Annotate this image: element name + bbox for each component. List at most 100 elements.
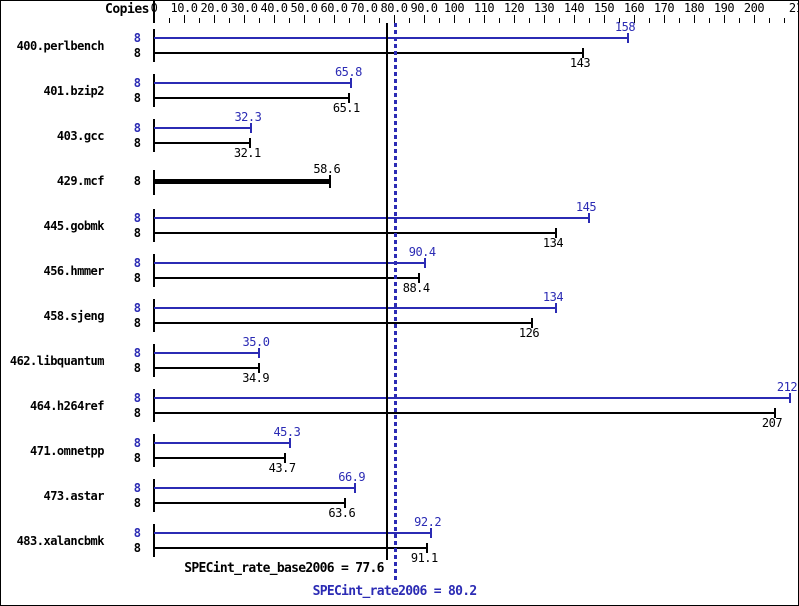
axis-tick-label: 130 [533,1,555,15]
axis-minor-tick [349,18,350,23]
copies-label: 8 [133,481,141,495]
axis-tick-label: 10.0 [170,1,198,15]
axis-stub [153,254,155,287]
base-value-label: 134 [542,236,564,250]
peak-value-label: 212 [776,380,798,394]
axis-tick-label: 180 [683,1,705,15]
axis-stub [153,209,155,242]
base-bar [154,412,775,414]
axis-tick-label: 100 [443,1,465,15]
axis-minor-tick [529,18,530,23]
axis-minor-tick [199,18,200,23]
base-bar [154,178,330,184]
peak-bar-endcap [353,483,356,493]
axis-tick-label: 190 [713,1,735,15]
peak-value-label: 65.8 [334,65,362,79]
peak-bar [154,82,352,84]
axis-major-tick [154,15,155,23]
axis-tick-label: 215 [788,1,798,15]
peak-bar-endcap [429,528,432,538]
axis-stub [153,29,155,62]
peak-bar-endcap [588,213,590,223]
axis-minor-tick [409,18,410,23]
copies-label: 8 [133,46,141,60]
peak-value-label: 45.3 [273,425,301,439]
axis-major-tick [544,15,545,23]
benchmark-name: 403.gcc [56,128,105,143]
base-bar-endcap [555,228,557,238]
benchmark-name: 445.gobmk [43,218,104,233]
axis-major-tick [724,15,725,23]
axis-minor-tick [619,18,620,23]
copies-label: 8 [133,361,141,375]
axis-major-tick [604,15,605,23]
axis-stub [153,389,155,422]
peak-value-label: 92.2 [414,515,442,529]
axis-major-tick [184,15,185,23]
base-value-label: 63.6 [328,506,356,520]
copies-label: 8 [133,316,141,330]
benchmark-name: 462.libquantum [9,353,105,368]
base-bar [154,232,556,234]
axis-major-tick [274,15,275,23]
axis-major-tick [424,15,425,23]
peak-bar-endcap [258,348,260,358]
axis-major-tick [634,15,635,23]
peak-value-label: 66.9 [338,470,366,484]
axis-tick-label: 30.0 [230,1,258,15]
copies-header: Copies [105,2,149,17]
peak-value-label: 158 [614,20,636,34]
base-bar-endcap [418,273,421,283]
peak-bar [154,127,251,129]
base-value-label: 43.7 [268,461,296,475]
copies-label: 8 [133,256,141,270]
axis-major-tick [334,15,335,23]
axis-major-tick [514,15,515,23]
axis-stub [153,344,155,377]
copies-label: 8 [133,451,141,465]
peak-reference-line [393,23,397,583]
base-value-label: 88.4 [402,281,430,295]
axis-tick-label: 110 [473,1,495,15]
copies-label: 8 [133,436,141,450]
axis-minor-tick [679,18,680,23]
copies-label: 8 [133,541,141,555]
peak-bar [154,307,556,309]
axis-tick-label: 70.0 [350,1,378,15]
axis-stub [153,74,155,107]
base-reference-line [385,23,388,560]
axis-tick-label: 0 [150,1,158,15]
axis-minor-tick [469,18,470,23]
copies-label: 8 [133,346,141,360]
copies-label: 8 [133,391,141,405]
copies-label: 8 [133,406,141,420]
axis-major-tick [484,15,485,23]
base-bar [154,322,532,324]
benchmark-name: 458.sjeng [43,308,104,323]
axis-tick-label: 140 [563,1,585,15]
base-bar-endcap [249,138,252,148]
base-bar-endcap [257,363,260,373]
peak-bar-endcap [249,123,252,133]
peak-score-label: SPECint_rate2006 = 80.2 [312,584,478,599]
axis-minor-tick [589,18,590,23]
base-bar [154,97,350,99]
peak-bar [154,532,431,534]
copies-label: 8 [133,136,141,150]
base-value-label: 143 [569,56,591,70]
axis-major-tick [394,15,395,23]
axis-major-tick [454,15,455,23]
benchmark-name: 400.perlbench [16,38,105,53]
peak-bar [154,262,426,264]
base-bar [154,457,286,459]
axis-tick-label: 170 [653,1,675,15]
peak-bar [154,397,790,399]
base-value-label: 91.1 [410,551,438,565]
base-bar [154,52,583,54]
axis-major-tick [364,15,365,23]
base-bar [154,502,345,504]
peak-bar [154,442,290,444]
axis-tick-label: 200 [743,1,765,15]
copies-label: 8 [133,301,141,315]
copies-label: 8 [133,121,141,135]
